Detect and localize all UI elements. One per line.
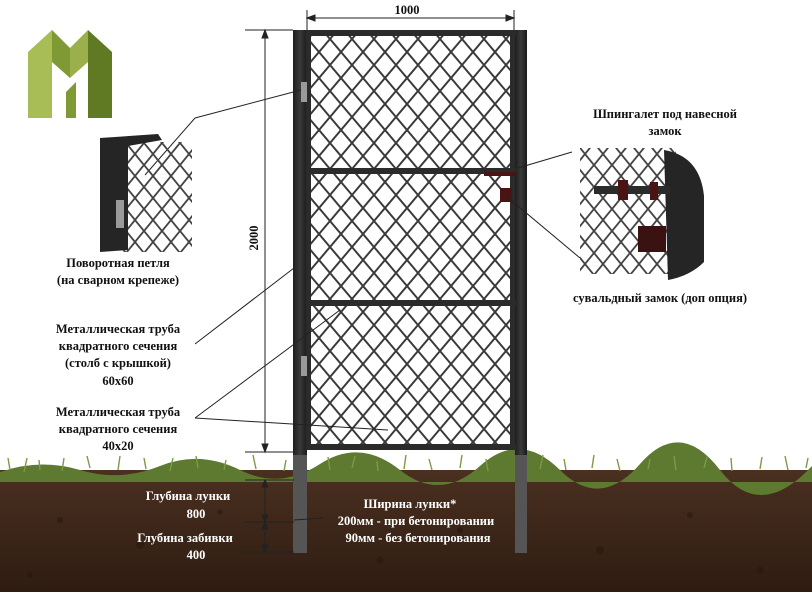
hinge-upper [301, 82, 307, 102]
frame-right [510, 30, 515, 450]
hinge-label-line2: (на сварном крепеже) [57, 273, 179, 287]
hinge-detail-inset [100, 134, 192, 252]
latch-detail-inset [580, 148, 704, 280]
right-post [515, 30, 527, 455]
latch-label-line2: замок [648, 124, 682, 138]
height-dimension-label: 2000 [247, 226, 261, 251]
lock-icon [638, 226, 666, 252]
post-pipe-label-line2: квадратного сечения [59, 339, 178, 353]
frame-middle-2 [306, 300, 516, 306]
frame-middle-1 [306, 168, 516, 174]
frame-pipe-label-line2: квадратного сечения [59, 422, 178, 436]
hinge-detail-icon [116, 200, 124, 228]
latch-bolt-icon [594, 186, 670, 194]
left-post-underground [293, 455, 307, 553]
hole-width-label-line2: 200мм - при бетонировании [338, 514, 494, 528]
frame-pipe-label-line1: Металлическая труба [56, 405, 181, 419]
frame-pipe-label-line3: 40х20 [102, 439, 133, 453]
latch-bolt [484, 172, 516, 176]
drive-depth-label-line2: 400 [187, 548, 206, 562]
hole-depth-label-line2: 800 [187, 507, 206, 521]
dimension-lines [245, 10, 516, 554]
hole-width-label-line3: 90мм - без бетонирования [345, 531, 490, 545]
latch-label-line1: Шпингалет под навесной [593, 107, 737, 121]
post-pipe-label-line4: 60х60 [102, 374, 133, 388]
letter-m-logo [28, 30, 112, 118]
lock-label: сувальдный замок (доп опция) [573, 291, 747, 305]
leader-lines [144, 89, 581, 521]
hole-width-label-line1: Ширина лунки* [364, 497, 457, 511]
ground [0, 442, 812, 592]
post-pipe-label-line3: (столб с крышкой) [65, 356, 171, 370]
right-post-underground [515, 455, 527, 553]
hinge-label-line1: Поворотная петля [66, 256, 170, 270]
width-dimension-label: 1000 [395, 3, 420, 17]
post-pipe-label-line1: Металлическая труба [56, 322, 181, 336]
frame-top [306, 30, 516, 36]
drive-depth-label-line1: Глубина забивки [137, 531, 233, 545]
frame-left [306, 30, 311, 450]
gate-mesh [308, 32, 515, 450]
frame-bottom [306, 444, 516, 450]
hole-depth-label-line1: Глубина лунки [146, 489, 231, 503]
left-post [293, 30, 307, 455]
hinge-lower [301, 356, 307, 376]
gate [293, 30, 527, 455]
